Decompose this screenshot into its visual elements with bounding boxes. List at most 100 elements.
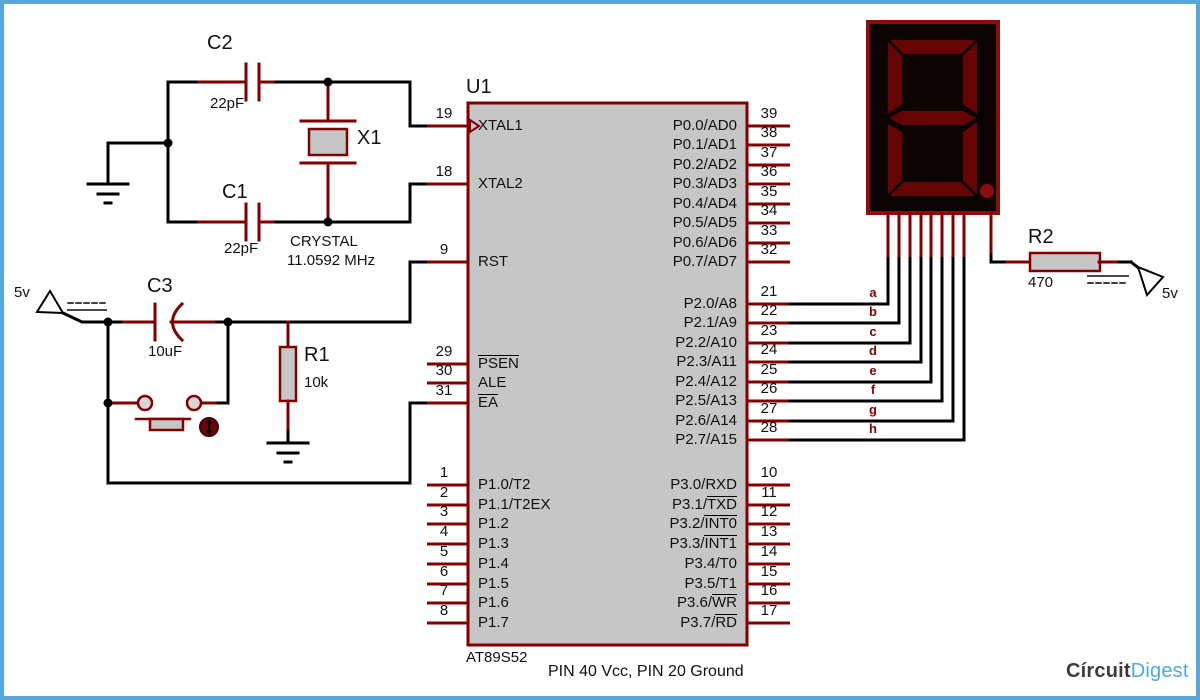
pin-label-13: P3.3/INT1 [669,535,737,552]
pin-number-13: 13 [760,523,778,540]
power-label-left: 5v [14,284,30,301]
pin-number-16: 16 [760,582,778,599]
overline-part: WR [712,594,737,611]
pin-number-7: 7 [439,582,449,599]
crystal-x1 [299,80,357,224]
pin-number-33: 33 [760,222,778,239]
pin-label-18: XTAL2 [478,175,523,192]
pin-number-39: 39 [760,105,778,122]
pin-label-14: P3.4/T0 [684,555,737,572]
pin-number-30: 30 [435,362,453,379]
pin-number-3: 3 [439,503,449,520]
chip-part-label: AT89S52 [466,649,528,666]
pin-number-15: 15 [760,563,778,580]
pin-label-12: P3.2/INT0 [669,515,737,532]
c2-value-label: 22pF [210,95,245,112]
overline-part: EA [478,394,499,411]
pin-label-15: P3.5/T1 [684,575,737,592]
pin-number-19: 19 [435,105,453,122]
c1-ref-label: C1 [222,181,248,203]
power-flag-left [35,289,107,315]
power-label-right: 5v [1162,285,1178,302]
pin-number-14: 14 [760,543,778,560]
segment-wire-f [788,254,944,403]
pin-label-1: P1.0/T2 [478,476,531,493]
pin-label-19: XTAL1 [478,117,523,134]
display-section [866,20,1165,297]
c1-value-label: 22pF [224,240,259,257]
circuitdigest-logo: CírcuitDigest [1066,660,1189,683]
pin-label-5: P1.4 [478,555,509,572]
clock-input-arrow [469,118,481,134]
segment-label-c: c [869,324,877,339]
segment-label-b: b [869,304,877,319]
pin-number-25: 25 [760,361,778,378]
overline-part: TXD [707,496,737,513]
pin-stubs [427,124,966,625]
segment-label-e: e [869,363,877,378]
pin-label-26: P2.5/A13 [675,392,737,409]
r1-value-label: 10k [304,374,329,391]
pin-label-37: P0.2/AD2 [672,156,737,173]
segment-wire-b [788,254,901,325]
pin-number-32: 32 [760,241,778,258]
pin-number-35: 35 [760,183,778,200]
pin-label-21: P2.0/A8 [683,295,737,312]
power-pins-note: PIN 40 Vcc, PIN 20 Ground [548,663,744,680]
pin-number-28: 28 [760,419,778,436]
segment-label-g: g [869,402,877,417]
segment-label-a: a [869,285,877,300]
pin-label-17: P3.7/RD [680,614,737,631]
resistor-r1 [278,320,298,430]
pin-number-24: 24 [760,341,778,358]
pin-label-7: P1.6 [478,594,509,611]
pin-label-6: P1.5 [478,575,509,592]
r2-value-label: 470 [1028,274,1054,291]
chip-u1 [466,101,749,647]
pin-label-27: P2.6/A14 [675,412,737,429]
push-button[interactable] [109,394,219,437]
decimal-point [980,184,994,198]
pin-label-8: P1.7 [478,614,509,631]
pin-number-5: 5 [439,543,449,560]
pin-label-32: P0.7/AD7 [672,253,737,270]
x1-ref-label: X1 [357,127,382,149]
pin-label-22: P2.1/A9 [683,314,737,331]
pin-label-38: P0.1/AD1 [672,136,737,153]
segment-wire-h [788,254,966,442]
oscillator-section [86,62,430,242]
overline-part: PSEN [478,355,519,372]
pin-label-35: P0.4/AD4 [672,195,737,212]
pin-label-29: PSEN [478,354,519,373]
pin-number-23: 23 [760,322,778,339]
pin-number-27: 27 [760,400,778,417]
pin-label-25: P2.4/A12 [675,373,737,390]
pin-label-39: P0.0/AD0 [672,117,737,134]
overline-part: INT1 [704,535,737,552]
pin-label-3: P1.2 [478,515,509,532]
segment-wire-a [788,254,890,306]
resistor-r2 [1005,251,1122,273]
x1-name-label: CRYSTAL [290,233,358,250]
segment-wire-c [788,254,912,345]
segment-label-h: h [869,421,877,436]
c3-value-label: 10uF [148,343,183,360]
reset-section [35,260,430,485]
pin-label-2: P1.1/T2EX [478,496,551,513]
pin-number-37: 37 [760,144,778,161]
overline-part: RD [715,614,737,631]
ground-symbol [86,182,130,205]
pin-number-26: 26 [760,380,778,397]
pin-number-36: 36 [760,163,778,180]
capacitor-c3 [122,301,216,343]
pin-label-23: P2.2/A10 [675,334,737,351]
pin-number-31: 31 [435,382,453,399]
pin-number-6: 6 [439,563,449,580]
display-segments [888,40,977,196]
capacitor-c2 [197,62,275,102]
pin-label-34: P0.5/AD5 [672,214,737,231]
capacitor-c1 [197,202,275,242]
r1-ref-label: R1 [304,344,330,366]
